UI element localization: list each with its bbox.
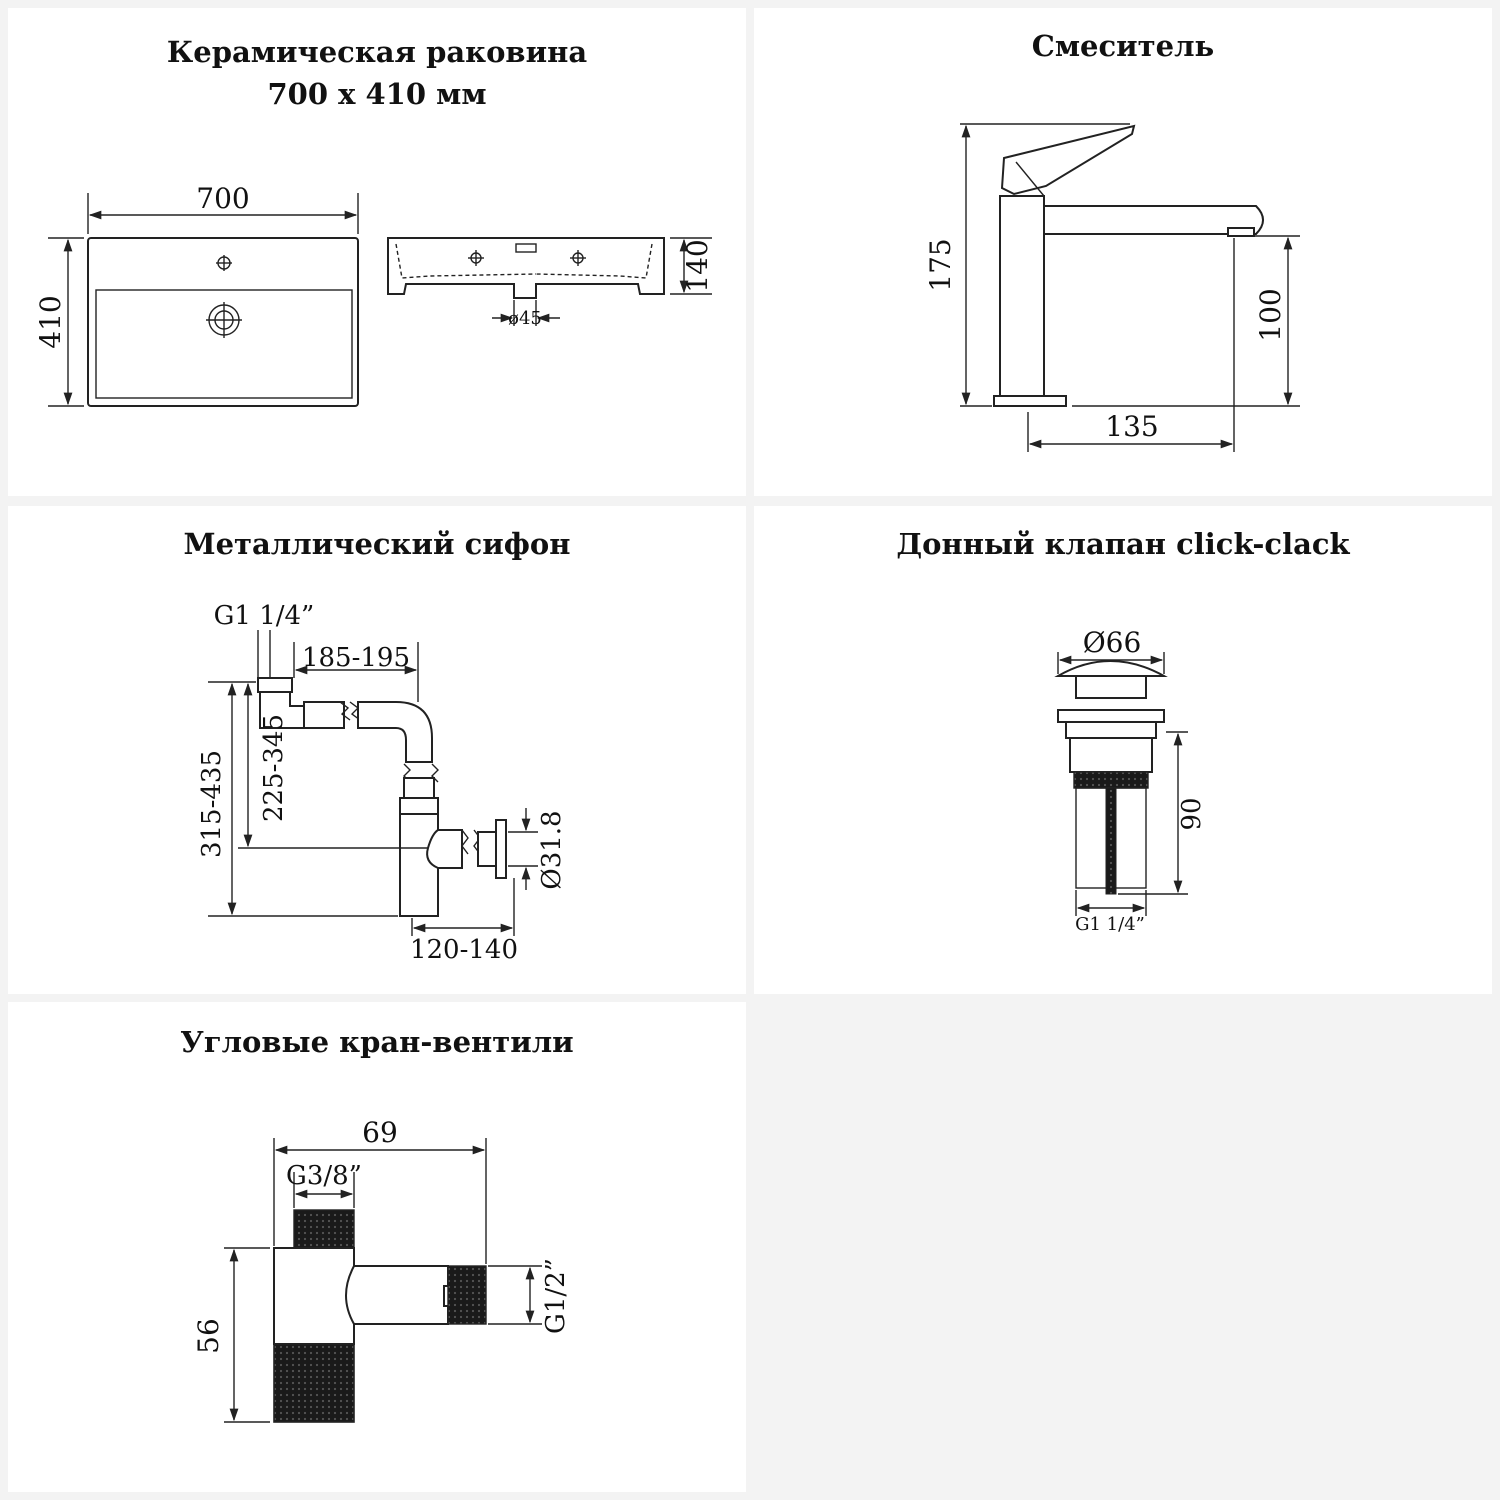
sink-title-line1: Керамическая раковина [166,35,588,69]
siphon-depth-label: 120-140 [410,935,518,965]
valve-height-label: 90 [1177,797,1207,830]
mixer-drawing: 175 100 135 [924,123,1300,452]
sink-height-label: 140 [681,239,714,292]
valve-diameter-label: Ø66 [1083,626,1142,659]
mixer-height-label: 175 [924,238,957,291]
siphon-pipe-label: Ø31.8 [537,810,567,889]
valve-drawing: Ø66 90 G1 1/4” [1054,626,1207,935]
siphon-drawing: G1 1/4” 185-195 315-435 225-345 Ø31.8 12… [197,601,567,965]
angle-valve-top-thread-label: G3/8” [286,1161,362,1191]
angle-valve-drawing: 69 G3/8” 56 G1/2” [192,1116,571,1423]
angle-valve-side-thread-label: G1/2” [541,1258,571,1334]
siphon-title: Металлический сифон [183,527,571,561]
angle-valve-body [273,1209,487,1423]
siphon-total-height-label: 315-435 [197,750,227,858]
drain-icon [206,302,242,338]
sink-top-outline [87,237,359,407]
sink-depth-label: 410 [34,295,67,348]
mixer-body [993,124,1264,407]
sink-drain-label: ø45 [508,308,542,329]
tap-hole-icon [216,255,232,271]
valve-title: Донный клапан click-clack [896,527,1350,561]
sink-drawing: 700 410 140 ø45 [34,182,714,407]
panel-siphon: Металлический сифон G1 1/4” 185-195 315-… [8,506,746,994]
valve-body [1054,660,1168,895]
angle-valve-height-label: 56 [192,1318,225,1354]
sink-width-label: 700 [196,182,249,215]
panel-valve: Донный клапан click-clack Ø66 90 G1 1/4” [754,506,1492,994]
siphon-body [257,677,507,917]
panel-angle-valve: Угловые кран-вентили 69 G3/8” 56 G1/2” [8,1002,746,1492]
mixer-reach-label: 135 [1105,410,1158,443]
panel-mixer: Смеситель 175 100 135 [754,8,1492,496]
valve-thread-label: G1 1/4” [1075,914,1145,935]
mixer-spout-label: 100 [1254,288,1287,341]
sink-basin [95,289,353,399]
sink-title-line2: 700 x 410 мм [267,77,487,111]
sink-side-section [387,237,665,299]
siphon-inner-height-label: 225-345 [259,714,289,822]
siphon-length-label: 185-195 [302,643,410,673]
angle-valve-width-label: 69 [362,1116,398,1149]
panel-sink: Керамическая раковина 700 x 410 мм 700 4… [8,8,746,496]
angle-valve-title: Угловые кран-вентили [180,1025,574,1059]
siphon-thread-label: G1 1/4” [214,601,315,631]
mixer-title: Смеситель [1031,29,1215,63]
